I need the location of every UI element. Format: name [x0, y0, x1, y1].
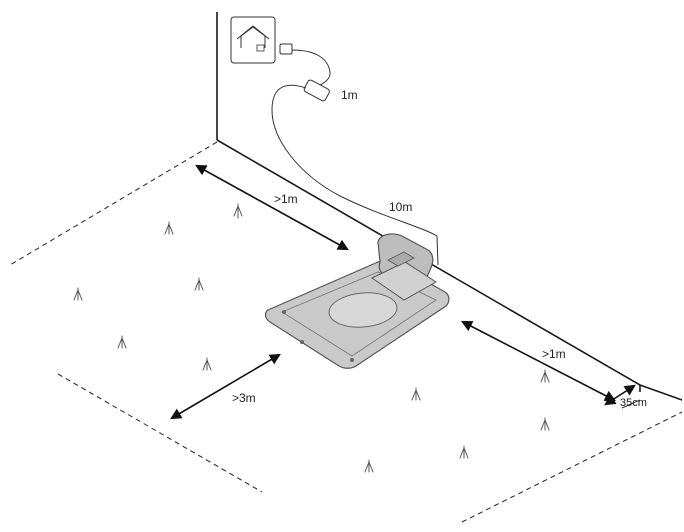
label-boundary-offset: 35cm	[620, 397, 647, 409]
label-clearance-side: >1m	[542, 347, 566, 361]
label-clearance-front: >3m	[232, 391, 256, 405]
lawn-boundary	[9, 141, 683, 523]
dimension-arrow-side	[461, 320, 616, 402]
power-adapter-icon	[271, 49, 439, 266]
dimension-arrow-back	[195, 164, 349, 251]
grass-tufts	[73, 203, 550, 473]
label-power-cable: 10m	[389, 200, 412, 214]
dimension-arrow-front	[170, 353, 281, 420]
label-cable-to-socket: 1m	[341, 88, 358, 102]
offset-tick	[621, 399, 641, 409]
charging-tower	[371, 233, 437, 301]
house-socket-icon	[230, 16, 276, 64]
house-wall	[216, 12, 683, 401]
dimension-arrow-offset	[604, 384, 636, 406]
plug-icon	[279, 43, 293, 55]
label-clearance-back: >1m	[274, 192, 298, 206]
